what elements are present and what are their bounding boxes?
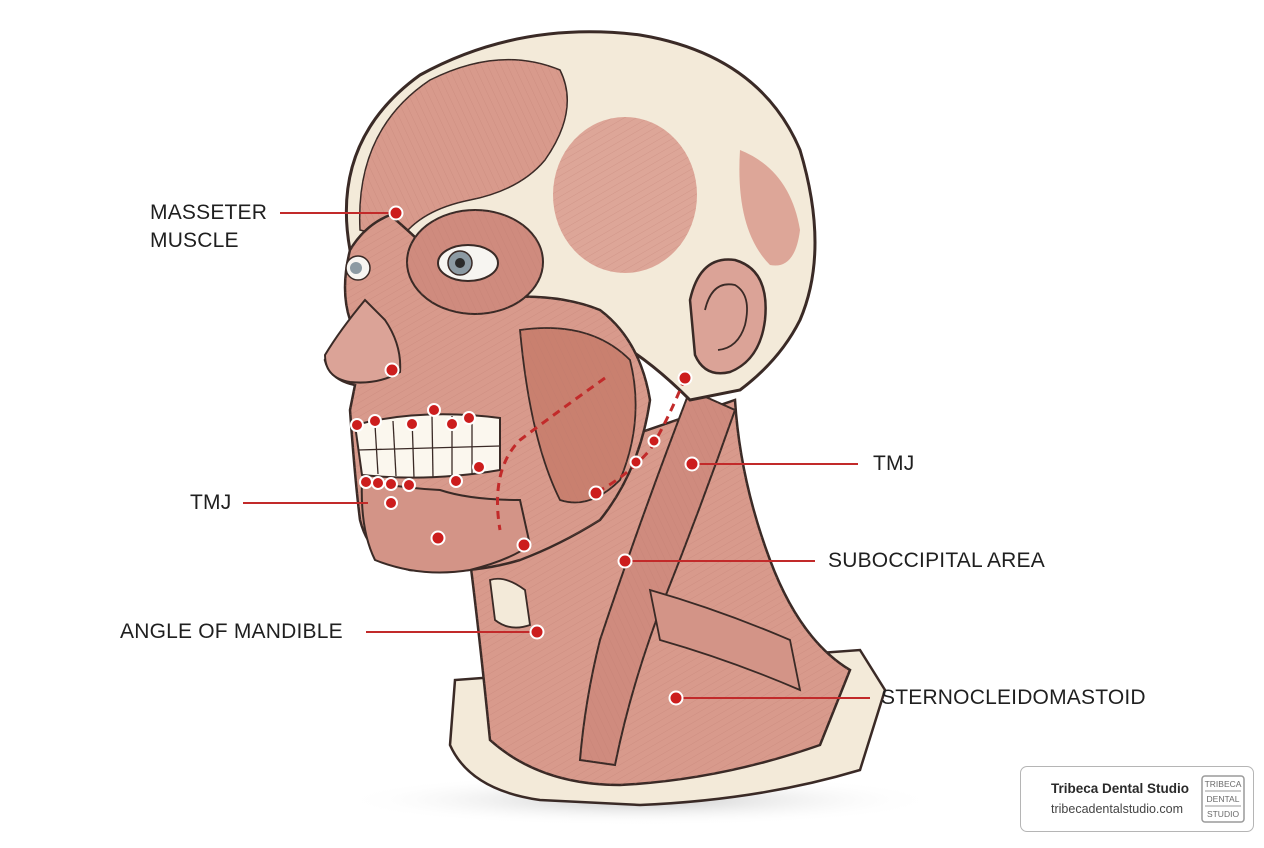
marker-masseter [388, 205, 404, 221]
marker-ear [677, 370, 693, 386]
label-tmj-left: TMJ [190, 491, 232, 514]
brand-badge: Tribeca Dental Studio tribecadentalstudi… [1020, 766, 1254, 832]
label-masseter-line2: MUSCLE [150, 229, 239, 252]
marker-jaw-angle [588, 485, 604, 501]
marker [449, 474, 463, 488]
trapezius-bands [648, 588, 802, 692]
marker [371, 476, 385, 490]
marker [472, 460, 486, 474]
label-angle-of-mandible: ANGLE OF MANDIBLE [120, 620, 343, 643]
mandible [360, 478, 532, 574]
occipital-muscle-patch [739, 150, 800, 266]
marker [462, 411, 476, 425]
referral-path-ear [594, 377, 687, 495]
marker [384, 477, 398, 491]
trigger-point-markers [350, 205, 700, 706]
marker-path [647, 434, 661, 448]
brand-url: tribecadentalstudio.com [1051, 802, 1184, 816]
marker [350, 418, 364, 432]
marker-nose [384, 362, 400, 378]
svg-text:STUDIO: STUDIO [1207, 809, 1240, 819]
marker-throat [516, 537, 532, 553]
label-sternocleidomastoid: STERNOCLEIDOMASTOID [881, 686, 1146, 709]
marker-sternocleidomastoid [668, 690, 684, 706]
marker-path [629, 455, 643, 469]
marker-tmj-right [684, 456, 700, 472]
hyoid-bone [489, 577, 531, 629]
marker-suboccipital [617, 553, 633, 569]
marker [427, 403, 441, 417]
marker [402, 478, 416, 492]
marker-tmj-left [384, 496, 398, 510]
label-masseter-line1: MASSETER [150, 201, 268, 224]
label-masseter-muscle: MASSETER MUSCLE [150, 199, 267, 255]
label-tmj-right: TMJ [873, 452, 915, 475]
svg-text:DENTAL: DENTAL [1207, 794, 1240, 804]
label-suboccipital-area: SUBOCCIPITAL AREA [828, 549, 1045, 572]
marker-angle-of-mandible [529, 624, 545, 640]
marker [405, 417, 419, 431]
nose [323, 298, 402, 384]
marker [359, 475, 373, 489]
teeth [353, 413, 501, 479]
marker [368, 414, 382, 428]
referral-path-jaw [496, 376, 606, 531]
brand-logo-icon: TRIBECA DENTAL STUDIO [1201, 775, 1245, 823]
marker [445, 417, 459, 431]
brand-name: Tribeca Dental Studio [1051, 781, 1190, 796]
marker-chin [430, 530, 446, 546]
ear [688, 258, 767, 375]
svg-text:TRIBECA: TRIBECA [1205, 779, 1242, 789]
